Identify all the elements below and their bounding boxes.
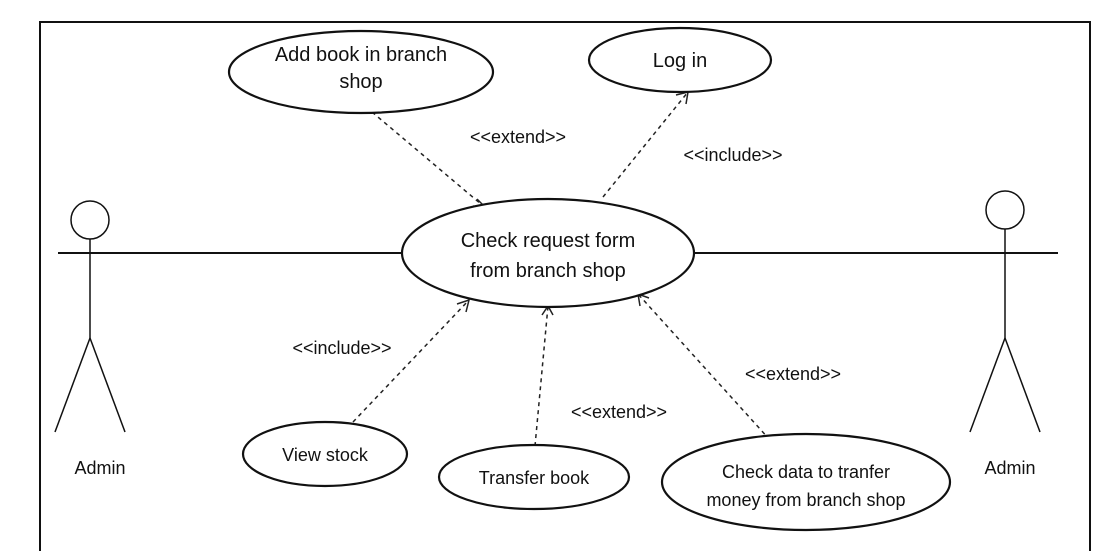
svg-text:Add book in branch: Add book in branch [275,44,447,66]
diagram-frame [39,21,1091,551]
svg-text:Check request form: Check request form [461,230,636,252]
actor-right-leg [1004,337,1041,433]
svg-text:Log in: Log in [653,50,708,72]
actor-left-leg [54,337,91,433]
actor-head [985,190,1025,230]
use-case-view-stock: View stock [241,420,409,488]
svg-text:money from branch shop: money from branch shop [706,490,905,510]
svg-text:Transfer book: Transfer book [479,468,590,488]
dependency-transfer-book [534,304,554,447]
actor-label: Admin [74,458,125,478]
use-case-check-data: Check data to tranfer money from branch … [660,432,952,532]
label-add-book-extend: <<extend>> [470,127,566,147]
actor-right-leg [89,337,126,433]
svg-text:View stock: View stock [282,445,369,465]
svg-text:shop: shop [339,71,382,93]
dependency-view-stock [352,298,471,423]
svg-text:Check data to tranfer: Check data to tranfer [722,462,890,482]
label-transfer-extend: <<extend>> [571,402,667,422]
actor-admin-right: Admin [969,190,1041,478]
actor-admin-left: Admin [54,200,126,478]
label-login-include: <<include>> [683,145,782,165]
actor-head [70,200,110,240]
label-check-data-extend: <<extend>> [745,364,841,384]
actor-label: Admin [984,458,1035,478]
dependency-log-in [602,90,689,198]
use-case-log-in: Log in [587,26,773,94]
use-case-transfer-book: Transfer book [437,443,631,511]
use-case-add-book: Add book in branch shop [227,29,495,115]
actor-left-leg [969,337,1006,433]
use-case-check-request: Check request form from branch shop [400,197,696,309]
svg-text:from branch shop: from branch shop [470,260,626,282]
label-view-stock-include: <<include>> [292,338,391,358]
